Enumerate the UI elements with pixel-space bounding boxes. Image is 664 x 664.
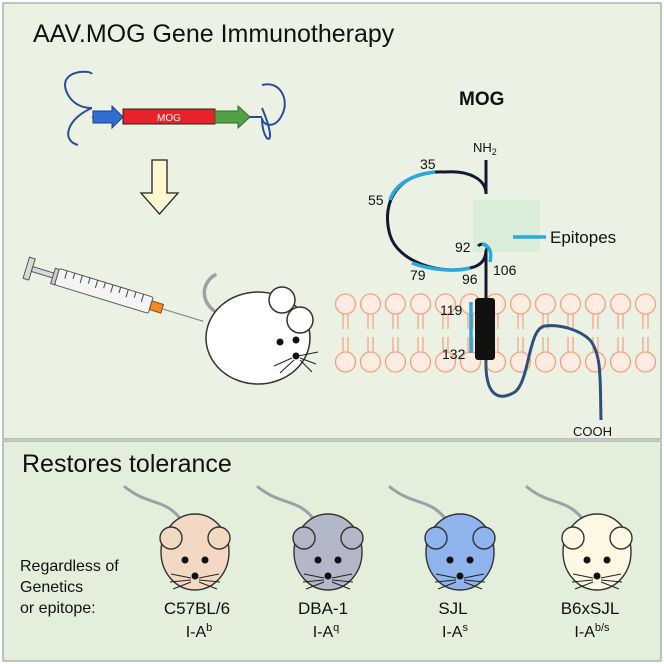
residue-79: 79	[410, 267, 426, 283]
aav-vector-diagram: MOG	[63, 70, 286, 146]
c-terminus-label: COOH	[573, 424, 612, 439]
epitope-92-106	[481, 242, 493, 263]
epitope-legend-label: Epitopes	[550, 228, 616, 247]
right-itr-loop	[261, 83, 286, 126]
mog-protein-chain	[385, 160, 603, 421]
epitope-79-96	[411, 261, 471, 272]
caption-line-3: or epitope:	[20, 600, 96, 617]
transmembrane-domain	[475, 298, 495, 360]
strain-hla-c57bl6: I-Ab	[186, 622, 213, 641]
strain-name-sjl: SJL	[438, 599, 467, 618]
residue-35: 35	[420, 156, 436, 172]
promoter-arrow	[92, 104, 124, 130]
strain-hla-b6xsjl: I-Ab/s	[574, 622, 610, 641]
polya-arrow	[214, 104, 251, 130]
strain-name-b6xsjl: B6xSJL	[561, 599, 620, 618]
mog-gene-label: MOG	[157, 113, 181, 124]
residue-55: 55	[368, 192, 384, 208]
epitope-35-55	[388, 170, 436, 201]
down-arrow-icon	[139, 159, 180, 215]
bottom-title: Restores tolerance	[22, 450, 232, 478]
residue-96: 96	[462, 271, 478, 287]
syringe-icon	[22, 256, 204, 322]
mouse-recipient-icon	[202, 273, 319, 385]
cell-membrane	[333, 293, 658, 373]
panel-title: AAV.MOG Gene Immunotherapy	[33, 20, 395, 48]
epitope-segments	[388, 170, 493, 353]
strain-name-dba1: DBA-1	[298, 599, 348, 618]
strain-name-c57bl6: C57BL/6	[164, 599, 230, 618]
residue-106: 106	[493, 262, 517, 278]
residue-132: 132	[442, 346, 466, 362]
caption-line-1: Regardless of	[20, 558, 119, 575]
top-panel	[2, 2, 662, 440]
n-terminus-label: NH2	[473, 140, 497, 157]
protein-title: MOG	[459, 89, 504, 110]
left-itr-loop	[63, 70, 93, 109]
residue-119: 119	[440, 302, 463, 318]
strain-hla-dba1: I-Aq	[313, 622, 340, 641]
residue-92: 92	[455, 239, 471, 255]
strain-hla-sjl: I-As	[442, 622, 468, 641]
caption-line-2: Genetics	[20, 579, 83, 596]
